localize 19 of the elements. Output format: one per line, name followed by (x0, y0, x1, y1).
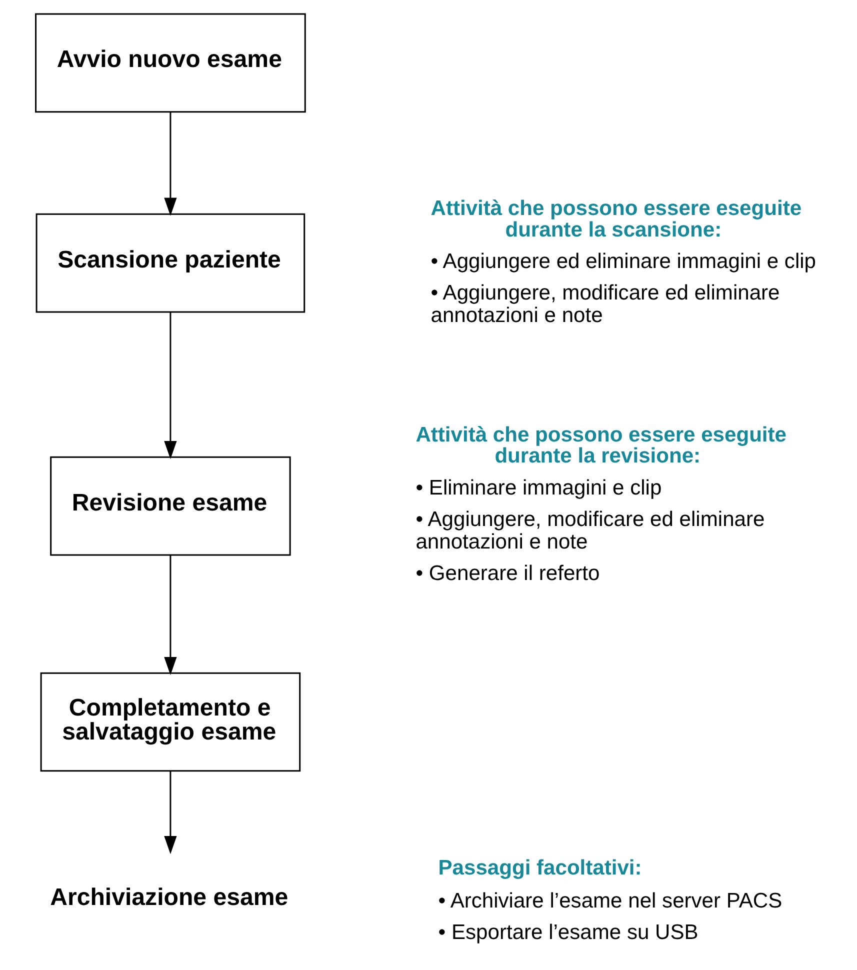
arrow (164, 112, 177, 216)
arrow (164, 555, 177, 676)
node-label: • Aggiungere, modificare ed eliminare annotazioni e note (430, 281, 780, 328)
node-label: Attività che possono essere eseguite durante la revisione: (416, 424, 787, 468)
node-label: • Aggiungere, modificare ed eliminare annotazioni e note (416, 508, 765, 554)
node-label: Passaggi facoltativi: (438, 856, 642, 880)
arrow (164, 771, 177, 854)
node-label: • Aggiungere ed eliminare immagini e clip (430, 250, 816, 273)
node-box: Completamento e salvataggio esame (40, 672, 301, 772)
node-box: Avvio nuovo esame (35, 13, 306, 113)
node-label: • Esportare l’esame su USB (438, 920, 698, 944)
node-text: Archiviazione esame (50, 884, 288, 912)
arrow (164, 312, 177, 460)
node-box: Revisione esame (50, 456, 291, 556)
node-label: • Eliminare immagini e clip (416, 476, 662, 500)
node-label: • Archiviare l’esame nel server PACS (438, 889, 782, 912)
node-box: Scansione paziente (36, 213, 306, 313)
node-label: Attività che possono essere eseguite durante la scansione: (430, 197, 802, 242)
node-label: • Generare il referto (416, 562, 600, 586)
